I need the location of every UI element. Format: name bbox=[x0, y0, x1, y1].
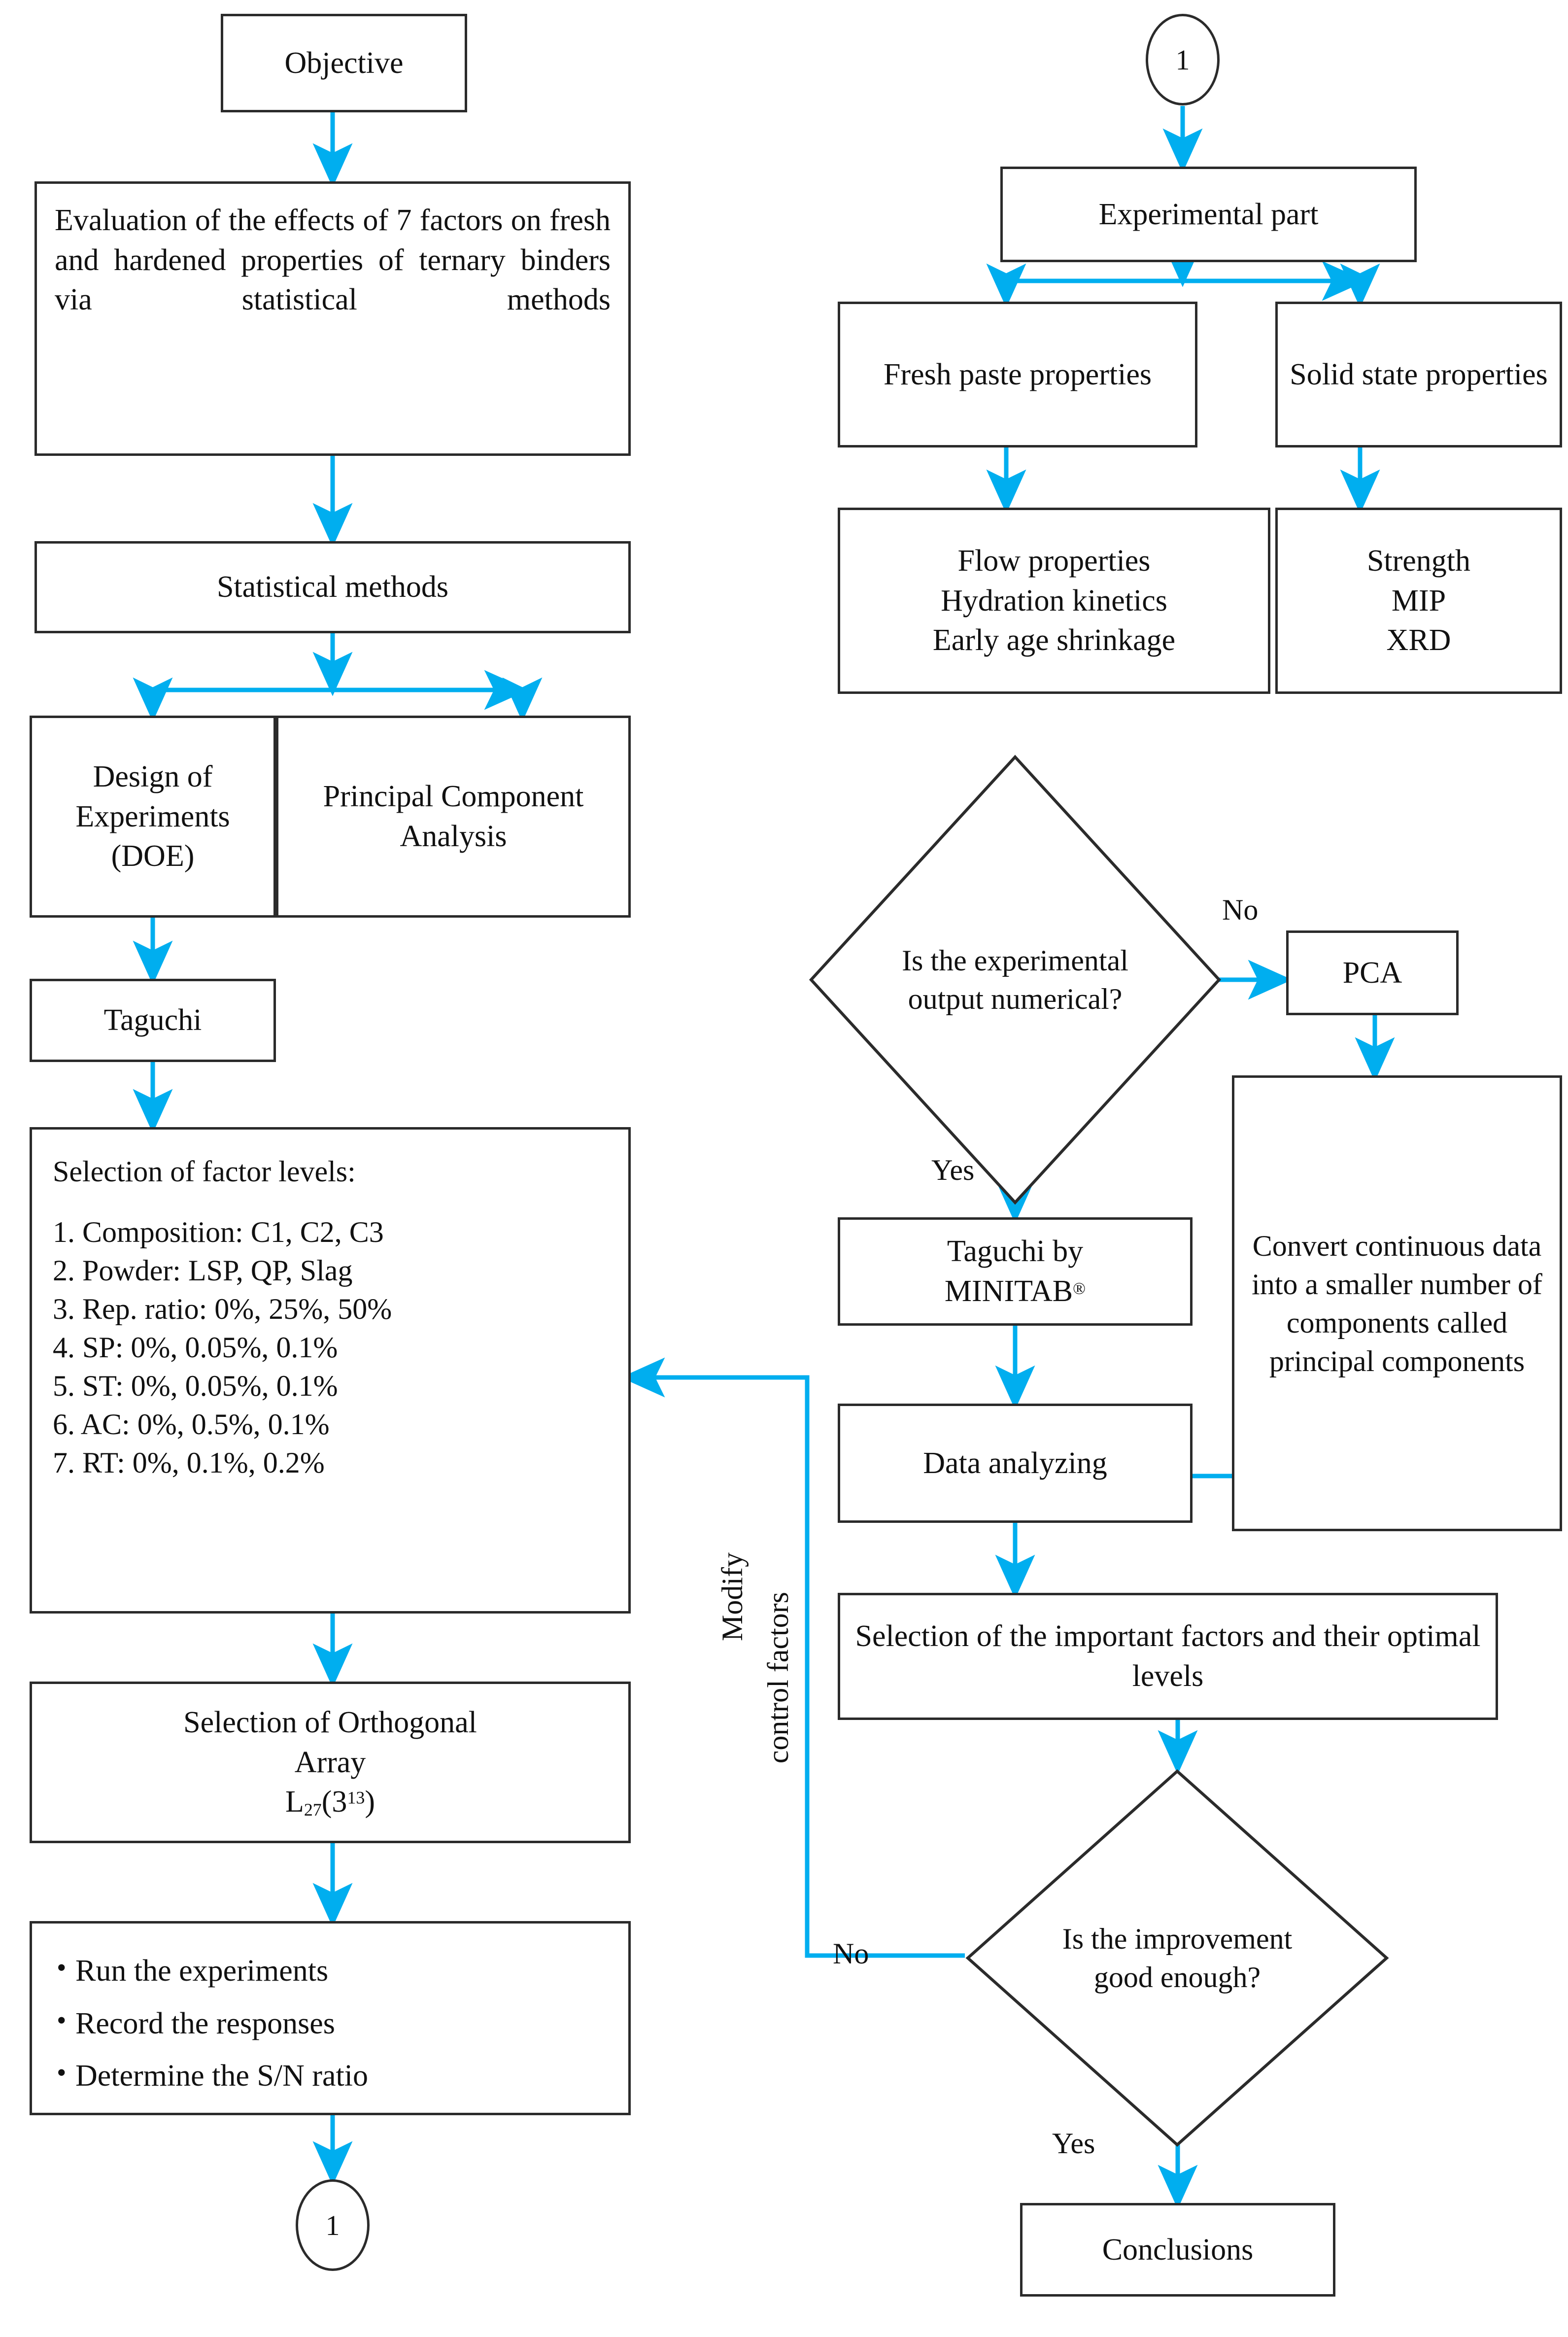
orthogonal-array-line2: Array bbox=[294, 1745, 366, 1779]
edge-label-yes-improvement: Yes bbox=[1052, 2127, 1095, 2160]
edge-label-yes-numerical: Yes bbox=[931, 1154, 975, 1186]
node-solid-tests[interactable]: Strength MIP XRD bbox=[1275, 508, 1562, 694]
node-factor-levels[interactable]: Selection of factor levels: 1. Compositi… bbox=[30, 1127, 631, 1614]
taguchi-label: Taguchi bbox=[103, 1003, 202, 1037]
node-selection-important-factors[interactable]: Selection of the important factors and t… bbox=[838, 1593, 1498, 1720]
objective-label: Objective bbox=[284, 46, 404, 80]
factor-levels-list: 1. Composition: C1, C2, C3 2. Powder: LS… bbox=[53, 1213, 608, 1482]
node-objective[interactable]: Objective bbox=[221, 14, 467, 112]
node-pca[interactable]: PCA bbox=[1286, 930, 1459, 1015]
node-taguchi[interactable]: Taguchi bbox=[30, 979, 276, 1062]
pca-description-text: Convert continuous data into a smaller n… bbox=[1252, 1229, 1542, 1377]
factor-level-item: 1. Composition: C1, C2, C3 bbox=[53, 1216, 384, 1248]
objective-detail-text: Evaluation of the effects of 7 factors o… bbox=[55, 204, 611, 317]
conclusions-label: Conclusions bbox=[1102, 2233, 1254, 2267]
node-statistical-methods[interactable]: Statistical methods bbox=[34, 541, 631, 633]
registered-mark-icon: ® bbox=[1073, 1279, 1086, 1298]
orthogonal-array-notation: L27(313) bbox=[285, 1785, 375, 1820]
fresh-paste-label: Fresh paste properties bbox=[883, 357, 1152, 391]
solid-test-item: MIP bbox=[1391, 584, 1446, 618]
node-fresh-tests[interactable]: Flow properties Hydration kinetics Early… bbox=[838, 508, 1270, 694]
pca-method-label: Principal Component Analysis bbox=[323, 780, 584, 853]
factor-level-item: 3. Rep. ratio: 0%, 25%, 50% bbox=[53, 1293, 392, 1325]
edge-label-modify-line1: Modify bbox=[716, 1552, 749, 1641]
factor-level-item: 7. RT: 0%, 0.1%, 0.2% bbox=[53, 1446, 325, 1479]
taguchi-minitab-line1: Taguchi by bbox=[947, 1235, 1084, 1269]
diamond-shape bbox=[809, 755, 1222, 1205]
factor-levels-heading: Selection of factor levels: bbox=[53, 1155, 356, 1188]
fresh-test-item: Hydration kinetics bbox=[941, 584, 1167, 618]
experiment-steps-list: Run the experiments Record the responses… bbox=[53, 1950, 608, 2096]
edge-label-modify-line2: control factors bbox=[762, 1592, 794, 1764]
diamond-shape bbox=[965, 1769, 1389, 2147]
node-pca-description[interactable]: Convert continuous data into a smaller n… bbox=[1232, 1075, 1562, 1531]
experiment-step-item: Determine the S/N ratio bbox=[53, 2055, 608, 2096]
orthogonal-array-line1: Selection of Orthogonal bbox=[183, 1706, 477, 1740]
node-fresh-paste-properties[interactable]: Fresh paste properties bbox=[838, 302, 1197, 447]
selection-important-label: Selection of the important factors and t… bbox=[855, 1619, 1481, 1693]
edge-label-no-numerical: No bbox=[1222, 894, 1259, 926]
experimental-part-label: Experimental part bbox=[1098, 197, 1319, 231]
decision-output-numerical[interactable]: Is the experimental output numerical? bbox=[808, 754, 1222, 1205]
node-design-of-experiments[interactable]: Design of Experiments (DOE) bbox=[30, 716, 276, 918]
taguchi-minitab-line2: MINITAB® bbox=[944, 1274, 1086, 1308]
factor-level-item: 4. SP: 0%, 0.05%, 0.1% bbox=[53, 1331, 338, 1364]
node-data-analyzing[interactable]: Data analyzing bbox=[838, 1404, 1193, 1523]
pca-box-label: PCA bbox=[1342, 956, 1402, 990]
node-objective-detail[interactable]: Evaluation of the effects of 7 factors o… bbox=[34, 181, 631, 456]
node-taguchi-minitab[interactable]: Taguchi by MINITAB® bbox=[838, 1217, 1193, 1326]
factor-level-item: 5. ST: 0%, 0.05%, 0.1% bbox=[53, 1370, 338, 1402]
connector-top-label: 1 bbox=[1175, 43, 1190, 76]
doe-label: Design of Experiments (DOE) bbox=[75, 760, 230, 873]
connector-bottom-label: 1 bbox=[325, 2209, 340, 2241]
connector-circle-top-right[interactable]: 1 bbox=[1146, 14, 1220, 105]
experiment-step-item: Record the responses bbox=[53, 2003, 608, 2044]
edge-label-no-improvement: No bbox=[833, 1937, 869, 1970]
node-conclusions[interactable]: Conclusions bbox=[1020, 2203, 1335, 2297]
experiment-step-item: Run the experiments bbox=[53, 1950, 608, 1991]
data-analyzing-label: Data analyzing bbox=[923, 1446, 1107, 1480]
node-experiment-steps[interactable]: Run the experiments Record the responses… bbox=[30, 1921, 631, 2115]
solid-test-item: XRD bbox=[1386, 623, 1451, 657]
solid-test-item: Strength bbox=[1366, 544, 1471, 578]
node-orthogonal-array[interactable]: Selection of Orthogonal Array L27(313) bbox=[30, 1682, 631, 1843]
node-solid-state-properties[interactable]: Solid state properties bbox=[1275, 302, 1562, 447]
factor-level-item: 2. Powder: LSP, QP, Slag bbox=[53, 1254, 353, 1287]
fresh-test-item: Early age shrinkage bbox=[932, 623, 1176, 657]
decision-improvement-good-enough[interactable]: Is the improvement good enough? bbox=[965, 1768, 1390, 2148]
node-experimental-part[interactable]: Experimental part bbox=[1000, 167, 1417, 262]
statistical-methods-label: Statistical methods bbox=[216, 570, 449, 604]
fresh-test-item: Flow properties bbox=[957, 544, 1151, 578]
solid-state-label: Solid state properties bbox=[1290, 357, 1548, 391]
connector-circle-bottom-left[interactable]: 1 bbox=[296, 2179, 370, 2271]
factor-level-item: 6. AC: 0%, 0.5%, 0.1% bbox=[53, 1408, 330, 1441]
node-principal-component-analysis[interactable]: Principal Component Analysis bbox=[276, 716, 631, 918]
